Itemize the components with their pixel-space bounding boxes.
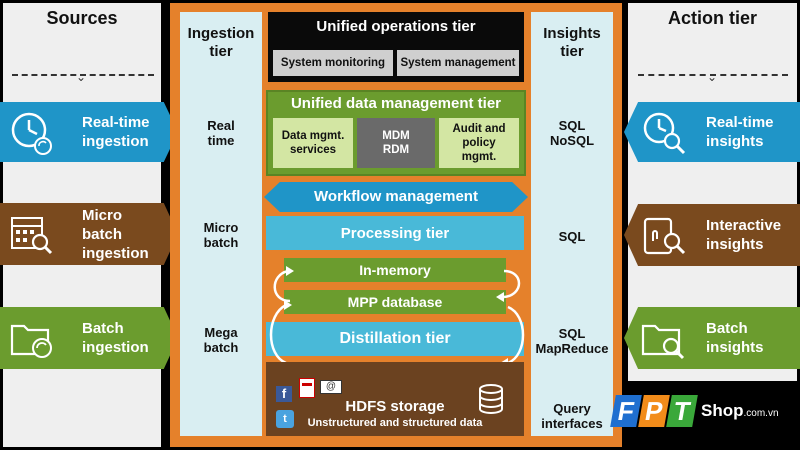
hdfs-storage-subtitle: Unstructured and structured data bbox=[307, 417, 483, 429]
chevron-down-icon: ⌄ bbox=[707, 70, 718, 84]
action-label-line2: insights bbox=[706, 236, 764, 253]
workflow-management-arrow bbox=[264, 182, 528, 212]
data-mgmt-services-box: Data mgmt.services bbox=[273, 118, 353, 168]
system-management-box: System management bbox=[397, 50, 519, 76]
facebook-icon: f bbox=[276, 386, 292, 402]
source-label-line1: Batch bbox=[82, 320, 124, 337]
tablet-search-icon bbox=[632, 210, 694, 260]
in-memory-bar: In-memory bbox=[284, 258, 506, 282]
logo-letter-f: F bbox=[610, 395, 642, 427]
action-label-line2: insights bbox=[706, 133, 764, 150]
clock-search-icon bbox=[632, 107, 694, 157]
chevron-down-icon: ⌄ bbox=[76, 70, 87, 84]
logo-letter-t: T bbox=[666, 395, 698, 427]
sources-title: Sources bbox=[46, 8, 118, 28]
logo-domain-text: .com.vn bbox=[743, 407, 779, 419]
folder-recycle-icon bbox=[0, 313, 62, 363]
source-micro-batch-ingestion: Micro batch ingestion bbox=[0, 203, 178, 265]
system-monitoring-box: System monitoring bbox=[273, 50, 393, 76]
mpp-database-bar: MPP database bbox=[284, 290, 506, 314]
action-divider bbox=[638, 74, 788, 76]
database-icon bbox=[479, 384, 503, 414]
logo-shop-text: Shop bbox=[701, 401, 744, 420]
source-label-line2: ingestion bbox=[82, 133, 149, 150]
distillation-tier: Distillation tier bbox=[266, 322, 524, 356]
workflow-management-label: Workflow management bbox=[314, 188, 478, 205]
action-interactive-insights: Interactive insights bbox=[624, 204, 800, 266]
data-management-title: Unified data management tier bbox=[290, 95, 502, 112]
source-realtime-ingestion: Real-time ingestion bbox=[0, 102, 178, 162]
action-label-line1: Real-time bbox=[706, 114, 774, 131]
insights-item-sql: SQL bbox=[558, 229, 586, 244]
action-label-line1: Batch bbox=[706, 320, 748, 337]
source-batch-ingestion: Batch ingestion bbox=[0, 307, 178, 369]
pdf-icon bbox=[299, 378, 315, 398]
action-label-line1: Interactive bbox=[706, 217, 782, 234]
source-label-line1: Micro bbox=[82, 206, 123, 224]
source-label-line3: ingestion bbox=[82, 244, 149, 262]
logo-letter-p: P bbox=[638, 395, 670, 427]
calendar-search-icon bbox=[0, 209, 62, 259]
insights-tier-title: Insights tier bbox=[543, 25, 601, 60]
hdfs-storage-title: HDFS storage bbox=[345, 398, 445, 415]
source-label-line2: batch bbox=[82, 225, 123, 243]
ingestion-tier-column bbox=[180, 12, 262, 436]
action-batch-insights: Batch insights bbox=[624, 307, 800, 369]
sources-divider bbox=[12, 74, 154, 76]
action-realtime-insights: Real-time insights bbox=[624, 102, 800, 162]
processing-tier: Processing tier bbox=[266, 216, 524, 250]
action-label-line2: insights bbox=[706, 339, 764, 356]
action-title: Action tier bbox=[667, 8, 757, 28]
fpt-shop-logo: F P T Shop .com.vn bbox=[610, 386, 800, 436]
source-label-line2: ingestion bbox=[82, 339, 149, 356]
twitter-icon: t bbox=[276, 410, 294, 428]
operations-tier-title: Unified operations tier bbox=[316, 18, 476, 35]
insights-tier-column bbox=[531, 12, 613, 436]
email-icon: @ bbox=[320, 380, 342, 394]
clock-recycle-icon bbox=[0, 107, 62, 157]
flow-arrows bbox=[269, 266, 525, 368]
folder-search-icon bbox=[632, 313, 694, 363]
source-label-line1: Real-time bbox=[82, 114, 150, 131]
ingestion-tier-title: Ingestion tier bbox=[187, 25, 255, 60]
